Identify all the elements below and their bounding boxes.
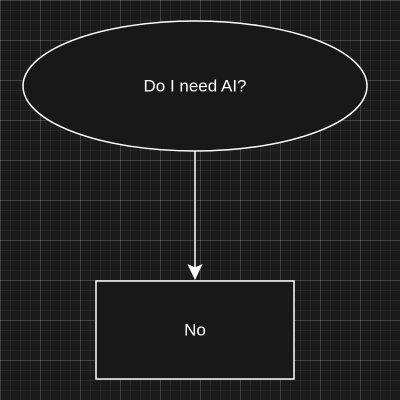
arrowhead-icon: [187, 263, 203, 281]
node-question[interactable]: Do I need AI?: [22, 20, 368, 152]
node-answer-label: No: [184, 321, 206, 340]
rectangle-shape: [95, 280, 295, 380]
edge-question-to-answer[interactable]: [187, 151, 203, 281]
node-question-label: Do I need AI?: [143, 77, 246, 96]
node-answer[interactable]: No: [95, 280, 295, 380]
